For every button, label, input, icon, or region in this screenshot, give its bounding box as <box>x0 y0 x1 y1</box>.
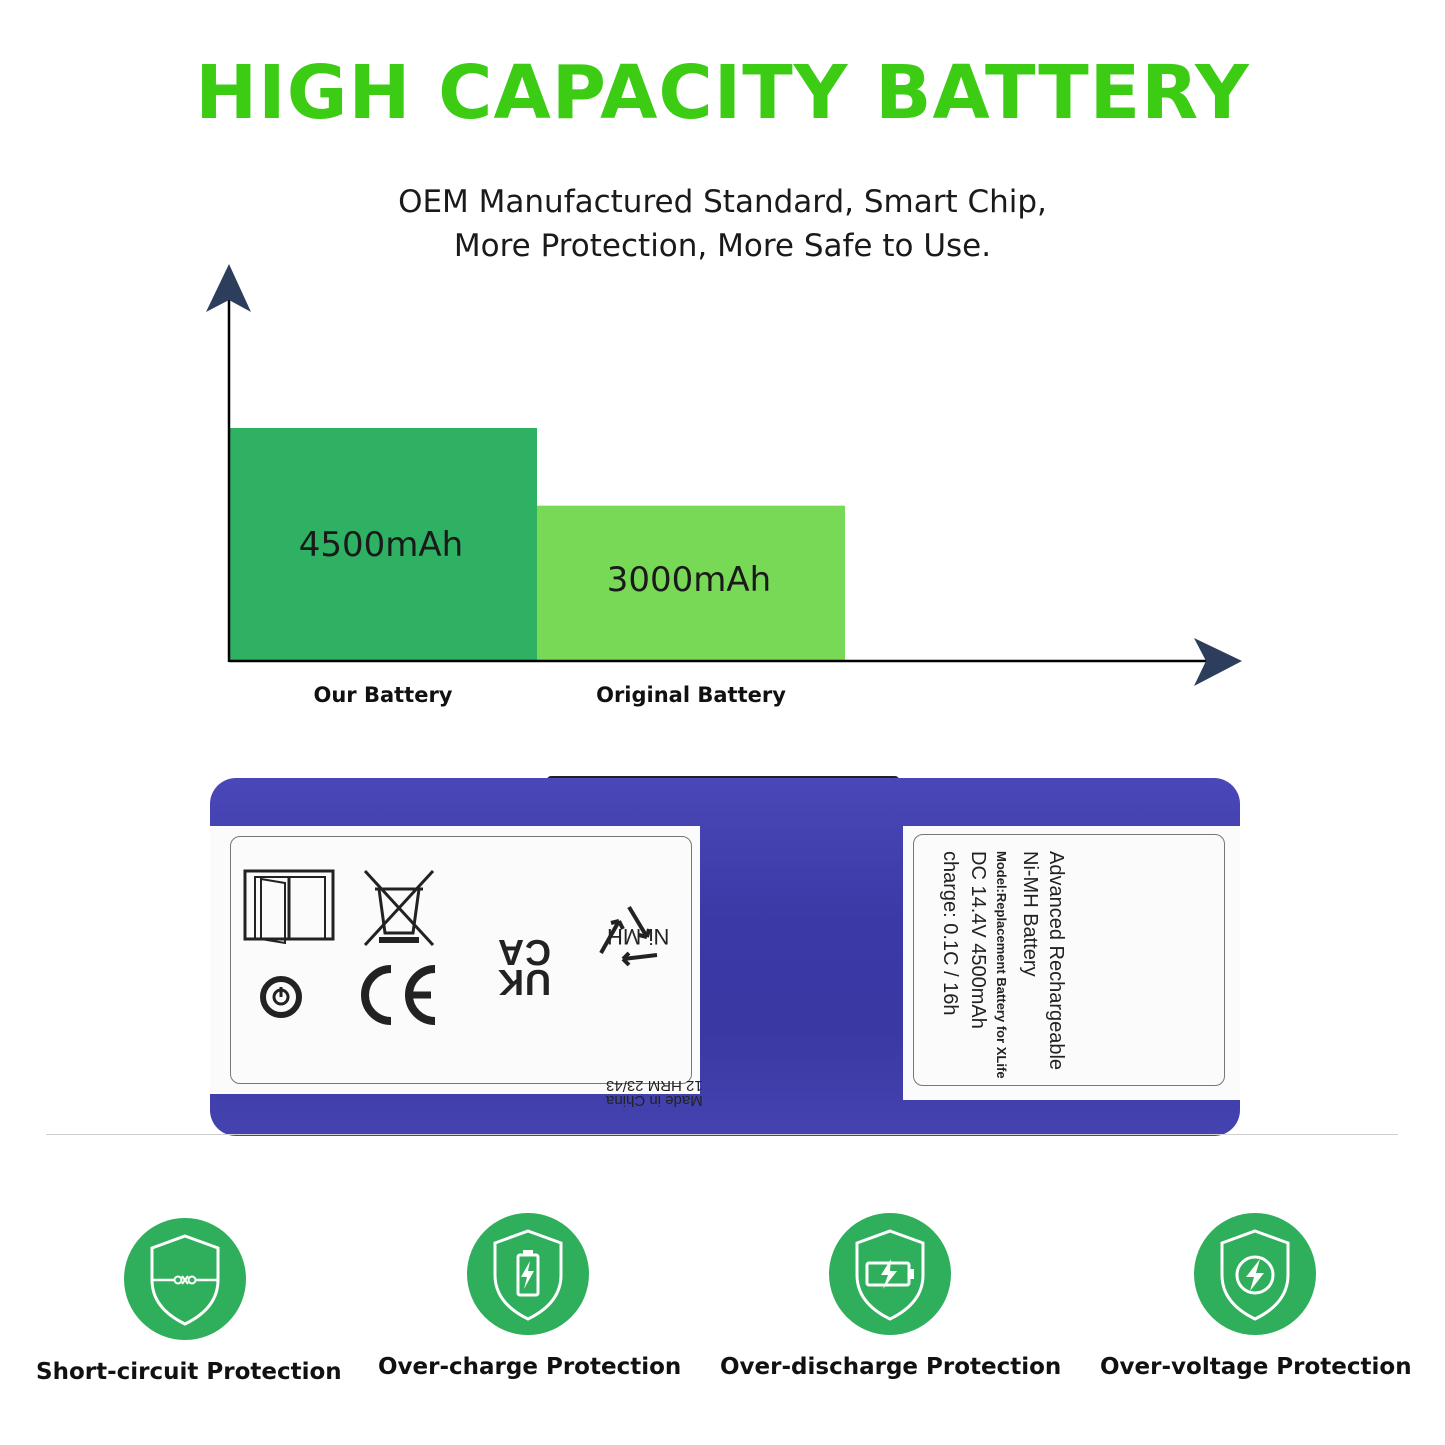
feature-label-over-voltage: Over-voltage Protection <box>1100 1354 1412 1380</box>
battery-label-right: Advanced Rechargeable Ni-MH Battery Mode… <box>903 826 1240 1100</box>
made-in-label: Made in China <box>606 1092 703 1109</box>
ukca-mark: UK CA <box>497 932 551 1003</box>
manual-book-icon <box>243 869 335 945</box>
page-headline: HIGH CAPACITY BATTERY <box>195 50 1250 136</box>
chart-bars <box>229 428 845 661</box>
subtitle-line-2: More Protection, More Safe to Use. <box>453 228 992 264</box>
feature-label-over-charge: Over-charge Protection <box>378 1354 682 1380</box>
feature-label-over-discharge: Over-discharge Protection <box>720 1354 1062 1380</box>
shield-battery-discharge-icon <box>855 1229 925 1321</box>
category-label: Original Battery <box>596 683 786 707</box>
spec-line-1: Advanced Rechargeable <box>1045 851 1067 1071</box>
ce-mark-icon <box>361 965 436 1025</box>
shield-circuit-icon <box>150 1234 220 1326</box>
subtitle-line-1: OEM Manufactured Standard, Smart Chip, <box>398 184 1047 220</box>
shield-battery-charge-icon <box>493 1229 563 1321</box>
shield-lightning-icon <box>1220 1229 1290 1321</box>
recycling-power-icon <box>260 976 302 1018</box>
chemistry-label: Ni-MH <box>607 924 670 949</box>
feature-label-short-circuit: Short-circuit Protection <box>36 1359 342 1385</box>
y-axis-arrow-icon <box>206 264 251 312</box>
recycle-icon <box>599 905 658 967</box>
spec-line-3: Model:Replacement Battery for XLife <box>994 851 1009 1079</box>
weee-bin-icon <box>363 869 435 947</box>
ground-shadow-line <box>46 1134 1398 1135</box>
badge-over-charge <box>467 1213 589 1335</box>
battery-label-left: UK CA Ni-MH 12 HRM 23/43 Made in China <box>210 826 703 1109</box>
spec-line-2: Ni-MH Battery <box>1019 851 1041 977</box>
bar-value-label: 4500mAh <box>299 525 463 565</box>
x-axis-arrow-icon <box>1194 638 1242 686</box>
spec-line-4: DC 14.4V 4500mAh <box>967 851 989 1029</box>
category-label: Our Battery <box>313 683 452 707</box>
bar-original-battery <box>537 505 845 661</box>
battery-pack-image: UK CA Ni-MH 12 HRM 23/43 Made in China A… <box>210 776 1240 1136</box>
bar-our-battery <box>229 428 537 661</box>
badge-short-circuit <box>124 1218 246 1340</box>
spec-line-5: charge: 0.1C / 16h <box>939 851 961 1016</box>
badge-over-voltage <box>1194 1213 1316 1335</box>
bar-value-label: 3000mAh <box>607 560 771 600</box>
badge-over-discharge <box>829 1213 951 1335</box>
